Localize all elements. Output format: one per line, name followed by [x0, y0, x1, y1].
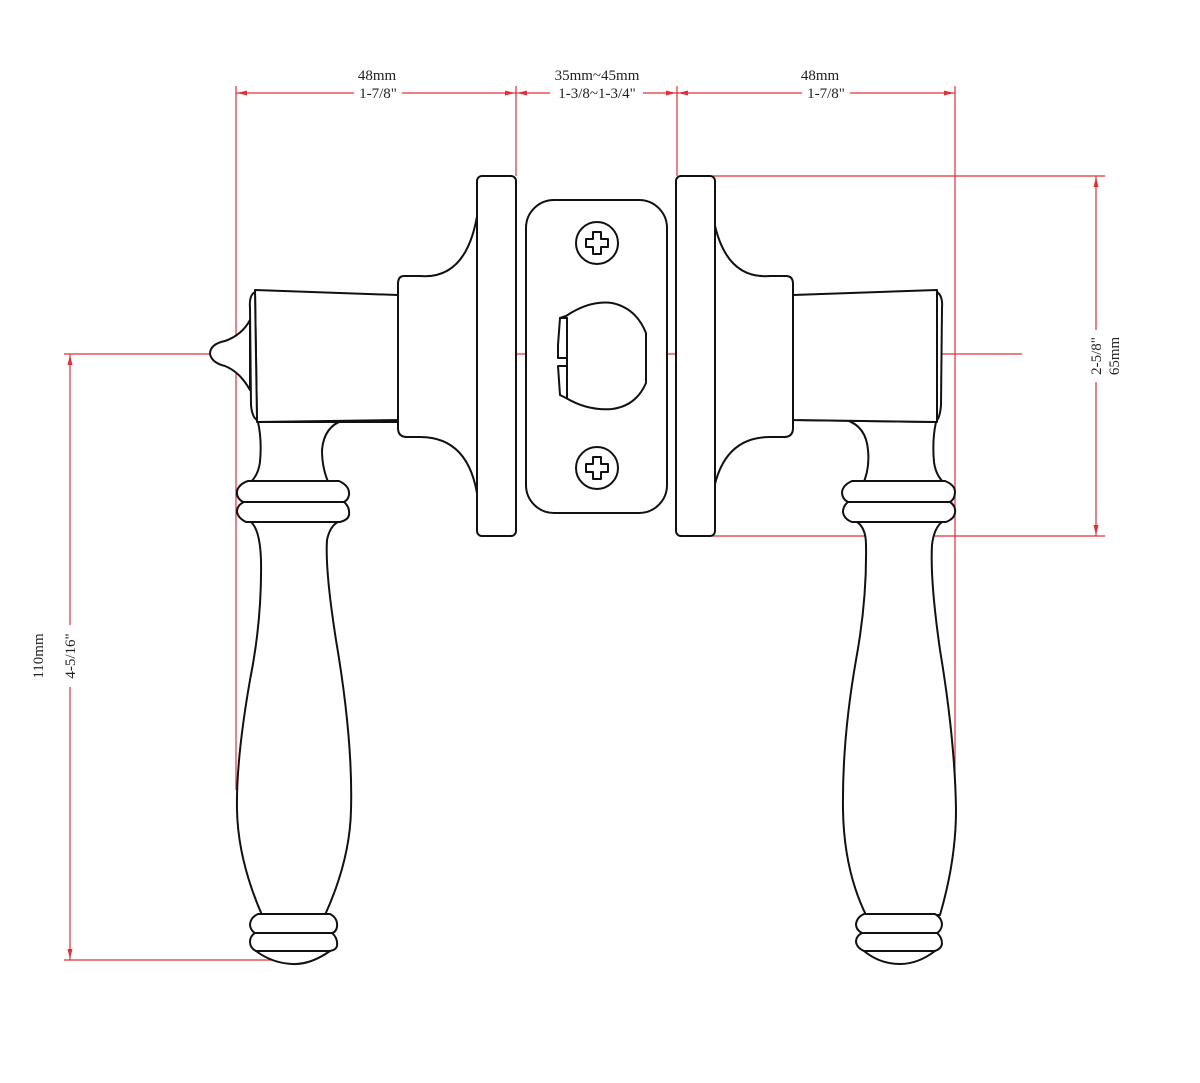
right-lever-arm: [792, 289, 938, 423]
right-rose-plate: [675, 175, 716, 537]
label-door-thickness-imperial: 1-3/8~1-3/4": [558, 86, 636, 102]
right-lever-end-cap: [863, 950, 936, 965]
left-lever: [209, 289, 399, 966]
dimension-labels: 48mm 1-7/8" 35mm~45mm 1-3/8~1-3/4" 48mm …: [31, 68, 1123, 679]
arrow-icon: [666, 90, 676, 96]
arrow-icon: [678, 90, 688, 96]
top-screw: [575, 221, 619, 265]
arrow-icon: [505, 90, 515, 96]
label-door-thickness-metric: 35mm~45mm: [555, 68, 640, 84]
right-lever-end-ring-1: [855, 913, 943, 934]
right-lever: [792, 289, 957, 965]
left-lever-finial: [209, 319, 251, 391]
latch-faceplate: [525, 199, 668, 514]
screw-head: [575, 221, 619, 265]
left-lever-end-ring-2: [249, 932, 339, 952]
arrow-icon: [517, 90, 527, 96]
arrow-icon: [67, 949, 73, 959]
arrow-icon: [1093, 525, 1099, 535]
right-lever-ring-2: [842, 501, 957, 523]
right-lever-ring-1: [841, 480, 956, 503]
right-lever-neck: [792, 419, 949, 487]
arrow-icon: [944, 90, 954, 96]
label-left-width-metric: 48mm: [358, 68, 397, 84]
right-lever-grip: [841, 521, 957, 916]
label-right-width-imperial: 1-7/8": [807, 86, 845, 102]
right-rose: [675, 175, 794, 537]
right-lever-end-ring-2: [855, 932, 943, 952]
label-rose-height-metric: 65mm: [1107, 337, 1123, 376]
left-lever-ring-2: [236, 501, 351, 523]
arrow-icon: [237, 90, 247, 96]
left-rose: [397, 175, 517, 537]
left-lever-grip: [235, 521, 353, 916]
left-lever-neck: [245, 419, 399, 487]
left-lever-ring-1: [235, 480, 351, 503]
phillips-cross-icon: [585, 231, 609, 255]
left-rose-plate: [476, 175, 517, 537]
label-left-width-imperial: 1-7/8": [359, 86, 397, 102]
arrow-icon: [67, 355, 73, 365]
left-rose-skirt: [397, 209, 479, 501]
label-rose-height-imperial: 2-5/8": [1089, 337, 1105, 375]
left-lever-end-bevel: [248, 291, 258, 421]
label-lever-drop-metric: 110mm: [31, 633, 47, 679]
label-right-width-metric: 48mm: [801, 68, 840, 84]
bottom-screw: [575, 446, 619, 490]
right-lever-end-bevel: [936, 291, 944, 421]
phillips-cross-icon: [585, 456, 609, 480]
left-lever-arm: [254, 289, 399, 423]
left-lever-end-cap: [255, 950, 331, 966]
label-lever-drop-imperial: 4-5/16": [63, 633, 79, 678]
left-lever-end-ring-1: [249, 913, 339, 934]
screw-head: [575, 446, 619, 490]
arrow-icon: [1093, 177, 1099, 187]
latch-bolt: [557, 301, 647, 411]
right-rose-skirt: [711, 209, 794, 501]
